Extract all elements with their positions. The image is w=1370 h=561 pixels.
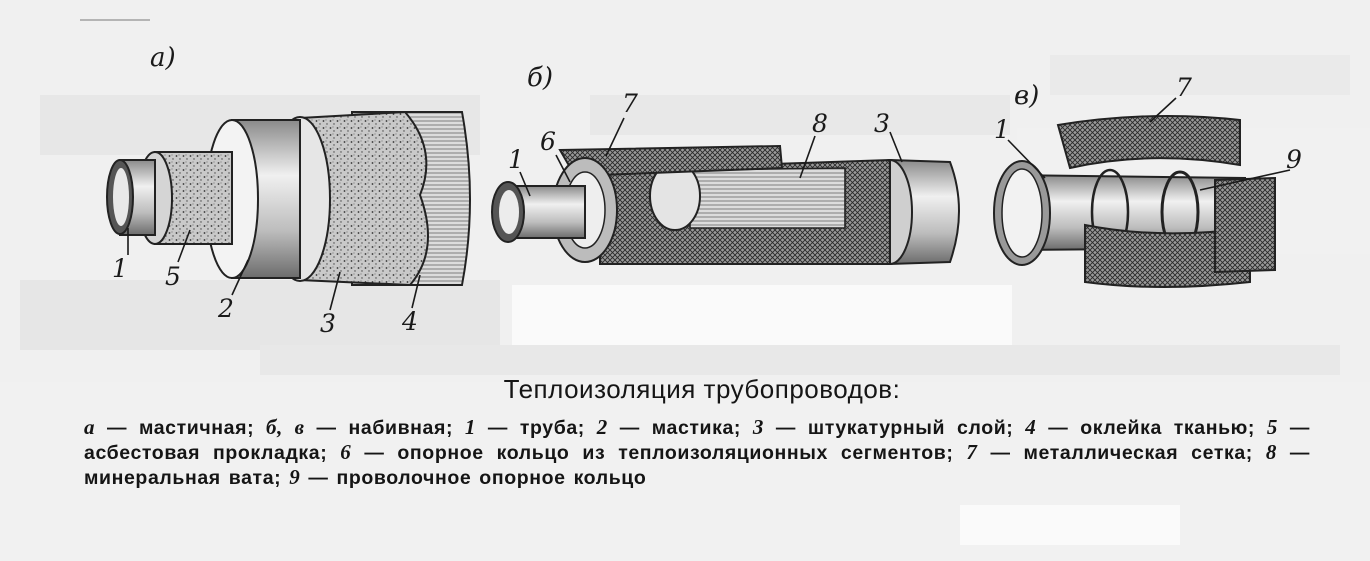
legend-label-2: 2 xyxy=(596,415,608,439)
legend-text-bv: — набивная; xyxy=(304,417,465,439)
callout-a-5: 5 xyxy=(165,262,181,291)
panel-letter-b: б) xyxy=(527,63,553,93)
legend-text-a: — мастичная; xyxy=(95,417,267,439)
legend-text-4: — оклейка тканью; xyxy=(1036,417,1267,439)
legend-text-9: — проволочное опорное кольцо xyxy=(300,467,647,489)
callout-v-7: 7 xyxy=(1176,73,1192,102)
legend-label-7: 7 xyxy=(966,440,978,464)
legend-label-1: 1 xyxy=(464,415,477,439)
legend-label-3: 3 xyxy=(752,415,765,439)
callout-v-1: 1 xyxy=(994,115,1010,144)
legend-text-6: — опорное кольцо из теплоизоляционных се… xyxy=(351,442,967,464)
caption-legend: а — мастичная; б, в — набивная; 1 — труб… xyxy=(84,415,1310,490)
legend-text-2: — мастика; xyxy=(607,417,753,439)
callout-b-8: 8 xyxy=(812,109,828,138)
caption-title: Теплоизоляция трубопроводов: xyxy=(503,374,901,404)
callout-b-1: 1 xyxy=(508,145,524,174)
panel-v-drawing xyxy=(993,115,1276,288)
leader-lines xyxy=(127,97,1291,311)
panel-letter-a: а) xyxy=(150,43,176,73)
callout-b-7: 7 xyxy=(622,89,638,118)
callout-a-1: 1 xyxy=(112,254,128,283)
legend-text-3: — штукатурный слой; xyxy=(764,417,1026,439)
panel-letter-v: в) xyxy=(1014,81,1039,111)
scan-white-patch-2 xyxy=(960,505,1180,545)
panel-b-drawing xyxy=(491,144,960,266)
panel-a-drawing xyxy=(106,110,471,287)
legend-label-4: 4 xyxy=(1025,415,1037,439)
scan-white-patch xyxy=(512,285,1012,345)
figure-caption: Теплоизоляция трубопроводов: а — мастичн… xyxy=(84,374,1310,490)
callout-b-6: 6 xyxy=(540,127,556,156)
legend-label-8: 8 xyxy=(1265,440,1277,464)
callout-a-4: 4 xyxy=(401,307,418,336)
legend-label-6: 6 xyxy=(340,440,352,464)
callout-a-3: 3 xyxy=(320,309,336,338)
callout-b-3: 3 xyxy=(874,109,890,138)
legend-label-a: а xyxy=(84,415,96,439)
legend-text-8: — минеральная вата; xyxy=(84,442,1310,489)
legend-text-7: — металлическая сетка; xyxy=(977,442,1266,464)
callout-v-9: 9 xyxy=(1286,145,1302,174)
legend-label-5: 5 xyxy=(1266,415,1279,439)
callout-a-2: 2 xyxy=(217,294,234,323)
legend-text-1: — труба; xyxy=(476,417,597,439)
legend-label-bv: б, в xyxy=(266,415,305,439)
legend-text-5: — асбестовая прокладка; xyxy=(84,417,1310,464)
legend-label-9: 9 xyxy=(289,465,301,489)
